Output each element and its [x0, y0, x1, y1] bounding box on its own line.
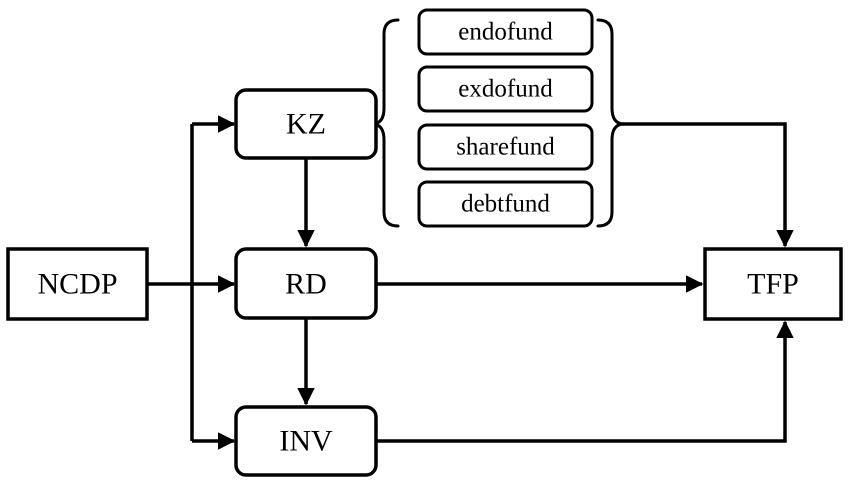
node-rd: RD: [234, 247, 378, 320]
node-tfp-label: TFP: [747, 268, 799, 301]
kz-component-label: sharefund: [456, 134, 555, 161]
node-ncdp: NCDP: [6, 247, 149, 321]
kz-component-endofund: endofund: [417, 8, 594, 56]
kz-component-debtfund: debtfund: [417, 180, 594, 228]
edge-kz-tfp: [622, 122, 794, 248]
node-tfp: TFP: [703, 247, 843, 321]
kz-component-label: debtfund: [461, 191, 550, 218]
node-rd-label: RD: [285, 268, 327, 301]
right-brace: [596, 18, 626, 228]
node-kz-label: KZ: [286, 108, 326, 141]
node-inv: INV: [234, 405, 378, 477]
node-inv-label: INV: [279, 425, 333, 458]
node-ncdp-label: NCDP: [37, 268, 117, 301]
edges: [147, 115, 794, 450]
kz-component-label: endofund: [458, 19, 553, 46]
edge-inv-tfp: [376, 320, 794, 443]
kz-component-exdofund: exdofund: [417, 65, 594, 113]
node-kz: KZ: [234, 88, 378, 160]
kz-component-label: exdofund: [458, 76, 553, 103]
kz-component-sharefund: sharefund: [417, 123, 594, 171]
